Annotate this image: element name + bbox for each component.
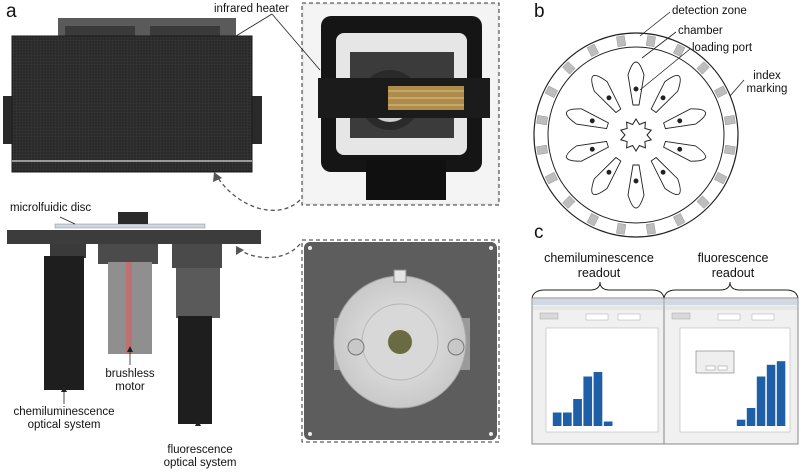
loading-port-label: loading port [692, 42, 753, 54]
disc-chamber [566, 140, 609, 162]
chamber-outline [650, 74, 681, 114]
infrared-heater-label: infrared heater [214, 3, 289, 15]
disc-chambers [566, 61, 706, 209]
index-mark [645, 223, 656, 235]
bar [603, 421, 613, 426]
bar [756, 376, 766, 426]
index-mark [724, 115, 736, 126]
chemi-optical-label: chemiluminescence optical system [13, 406, 115, 431]
heater-photo [301, 2, 500, 206]
index-mark [714, 172, 728, 185]
pointer-lines-a [59, 13, 321, 424]
index-mark [673, 213, 686, 227]
panel-a-label: a [6, 1, 17, 22]
chamber-outline [566, 108, 609, 130]
index-mark [536, 115, 548, 126]
disc-chamber [566, 108, 609, 130]
disc-chamber [650, 156, 681, 196]
index-mark [616, 223, 627, 235]
index-mark [586, 213, 599, 227]
bar [573, 399, 582, 426]
index-mark [562, 195, 576, 209]
chamber-outline [650, 156, 681, 196]
index-marking-label: index marking [746, 70, 788, 95]
disc-photo [301, 239, 500, 443]
disc-chamber [591, 156, 622, 196]
arrowheads [213, 172, 244, 255]
bar [766, 364, 776, 426]
fluor-readout-label: fluorescence readout [697, 251, 769, 280]
index-mark [724, 144, 736, 155]
index-mark [616, 35, 627, 47]
panel-c-label: c [534, 222, 544, 243]
loading-port-dot [660, 95, 666, 101]
bar [563, 412, 572, 426]
loading-port-dot [633, 178, 639, 184]
chamber-outline [591, 156, 622, 196]
detection-zone-label: detection zone [672, 5, 747, 17]
pointer-lines-b [639, 11, 745, 97]
index-mark [696, 195, 710, 209]
connector-arrows [217, 177, 301, 259]
disc-chamber [663, 140, 706, 162]
chamber-outline [627, 61, 645, 106]
index-markings [536, 35, 736, 235]
loading-port-dot [606, 169, 612, 175]
disc-chamber [627, 164, 645, 209]
chamber-outline [627, 164, 645, 209]
fluor-bars [736, 361, 786, 426]
bar [776, 361, 786, 426]
index-mark [714, 85, 728, 98]
chamber-outline [591, 74, 622, 114]
heater-box [3, 18, 262, 173]
index-mark [544, 172, 558, 185]
index-mark [544, 85, 558, 98]
bar [736, 419, 746, 426]
pointer-arrowheads-a [61, 346, 201, 426]
chamber-outline [663, 108, 706, 130]
disc-schematic [533, 32, 739, 238]
panel-b-label: b [534, 1, 545, 22]
chamber-outline [663, 140, 706, 162]
side-apparatus [7, 212, 261, 424]
disc-center-hole [619, 118, 653, 152]
index-mark [562, 61, 576, 75]
microfluidic-disc-label: microlfuidic disc [10, 202, 92, 214]
bar [593, 372, 603, 426]
chemi-bars [552, 372, 613, 426]
disc-chamber [627, 61, 645, 106]
loading-port-dot [677, 118, 683, 124]
index-mark [696, 61, 710, 75]
disc-chamber [663, 108, 706, 130]
chemi-readout-label: chemiluminescence readout [544, 251, 654, 280]
brace-c [531, 281, 799, 301]
disc-chamber [650, 74, 681, 114]
index-mark [536, 144, 548, 155]
index-mark [673, 43, 686, 57]
loading-port-dot [589, 146, 595, 152]
chamber-label: chamber [678, 25, 723, 37]
loading-port-dot [633, 86, 639, 92]
bar [583, 376, 593, 426]
brushless-motor-label: brushless motor [105, 368, 155, 393]
disc-chamber [591, 74, 622, 114]
loading-port-dot [589, 118, 595, 124]
loading-port-dot [660, 169, 666, 175]
loading-port-dot [677, 146, 683, 152]
index-mark [645, 35, 656, 47]
index-mark [586, 43, 599, 57]
loading-port-dot [606, 95, 612, 101]
fluor-optical-label: fluorescence optical system [163, 444, 237, 469]
chamber-outline [566, 140, 609, 162]
bar [746, 408, 756, 426]
bar [552, 412, 562, 426]
